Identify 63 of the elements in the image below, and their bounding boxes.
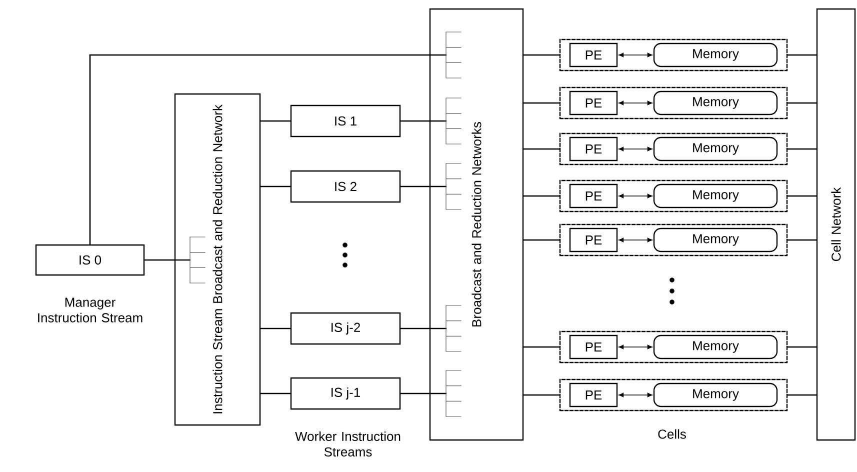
connector-line (260, 120, 292, 122)
connector-line (522, 102, 560, 104)
connector-line (786, 102, 818, 104)
network-box: Broadcast and Reduction Networks (429, 8, 524, 441)
stream-box: IS 2 (290, 170, 401, 203)
cell-box (559, 224, 788, 256)
pe-box: PE (569, 136, 618, 162)
memory-box: Memory (653, 228, 778, 252)
connector-line (786, 195, 818, 197)
connector-line (89, 54, 430, 246)
connector-line (786, 54, 818, 56)
cell-box (559, 132, 788, 166)
network-box: Instruction Stream Broadcast and Reduction Network (174, 93, 261, 426)
cell-box (559, 330, 788, 364)
cell-box (559, 378, 788, 412)
double-arrow (618, 392, 652, 398)
double-arrow (618, 100, 652, 106)
memory-box: Memory (653, 184, 778, 208)
connector-line (522, 54, 560, 56)
memory-box: Memory (653, 136, 778, 162)
connector-line (522, 148, 560, 150)
connector-line (786, 394, 818, 396)
connector-line (522, 239, 560, 241)
connector-line (144, 259, 176, 261)
connector-line (260, 186, 292, 188)
double-arrow (618, 238, 652, 242)
stream-box: IS 0 Manager Instruction Stream (35, 244, 145, 322)
caption-text: Worker Instruction Streams (295, 431, 400, 457)
connector-line (786, 346, 818, 348)
pe-box: PE (569, 382, 618, 408)
connector-line (400, 120, 430, 122)
pe-box: PE (569, 42, 618, 68)
double-arrow (618, 52, 652, 58)
connector-line (522, 394, 560, 396)
connector-line (522, 195, 560, 197)
memory-box: Memory (653, 42, 778, 68)
connector-line (786, 148, 818, 150)
memory-box: Memory (653, 334, 778, 360)
cell-box (559, 180, 788, 212)
double-arrow (618, 194, 652, 198)
pe-box: PE (569, 334, 618, 360)
pe-box: PE (569, 228, 618, 252)
connector-line (786, 239, 818, 241)
memory-box: Memory (653, 382, 778, 408)
stream-box: IS j-1 (290, 377, 401, 410)
connector-line (260, 392, 292, 394)
connector-line (400, 186, 430, 188)
network-box: Cell Network (816, 8, 856, 441)
memory-box: Memory (653, 90, 778, 116)
double-arrow (618, 344, 652, 350)
cell-box (559, 38, 788, 72)
pe-box: PE (569, 90, 618, 116)
node-label: Manager Instruction Stream (38, 298, 142, 322)
stream-box: IS j-2 (290, 312, 401, 345)
caption-text: Cells (658, 429, 686, 439)
pe-box: PE (569, 184, 618, 208)
connector-line (400, 328, 430, 330)
connector-line (400, 392, 430, 394)
stream-box: IS 1 (290, 104, 401, 138)
connector-line (522, 346, 560, 348)
double-arrow (618, 146, 652, 152)
connector-line (260, 328, 292, 330)
cell-box (559, 86, 788, 120)
